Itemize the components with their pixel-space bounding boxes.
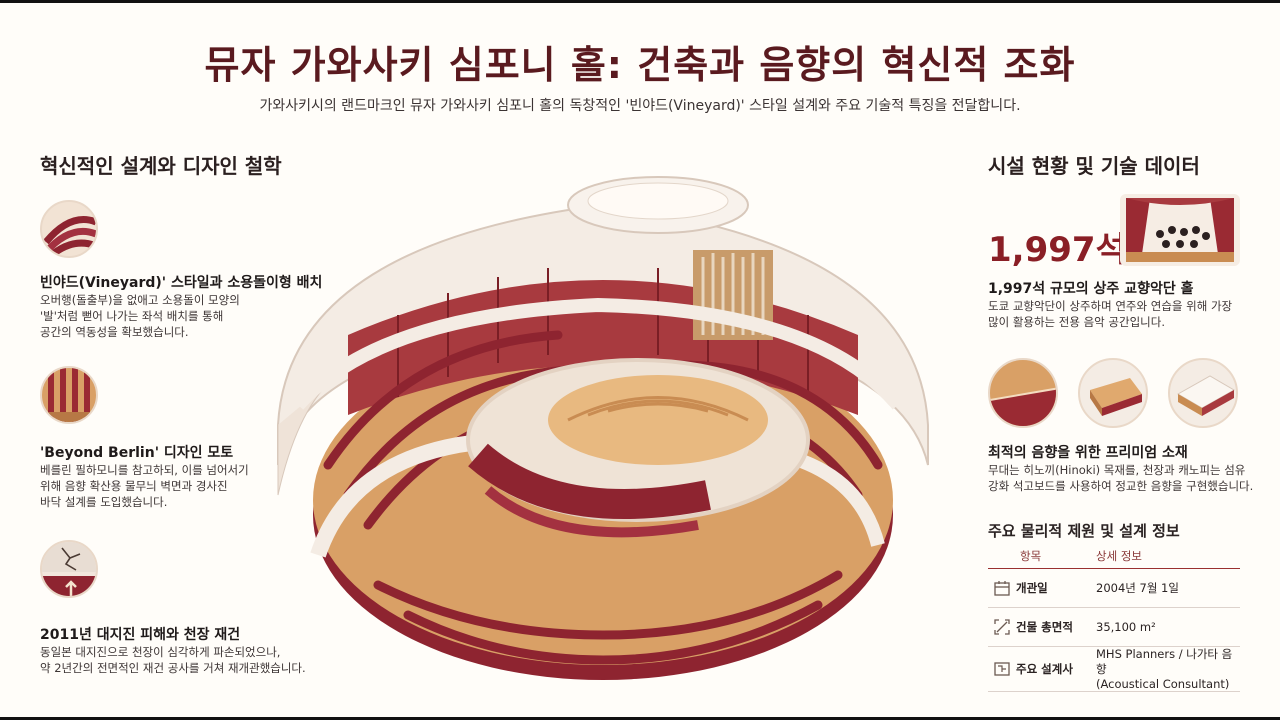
page-title: 뮤자 가와사키 심포니 홀: 건축과 음향의 혁신적 조화 <box>204 43 1076 87</box>
blueprint-icon <box>988 660 1016 678</box>
spec-label: 주요 설계사 <box>1016 662 1073 676</box>
table-row: 건물 총면적 35,100 m² <box>988 608 1240 647</box>
seat-count-big: 1,997석 <box>988 230 1127 270</box>
canopy-material-thumbnail <box>1078 358 1148 428</box>
material-desc: 무대는 히노끼(Hinoki) 목재를, 천장과 캐노피는 섬유 강화 석고보드… <box>988 463 1254 493</box>
seats-title: 1,997석 규모의 상주 교향악단 홀 <box>988 281 1194 297</box>
spec-label: 개관일 <box>1016 581 1048 595</box>
spec-col-item: 항목 <box>1020 549 1042 563</box>
right-section-heading: 시설 현황 및 기술 데이터 <box>988 154 1200 178</box>
seats-desc: 도쿄 교향악단이 상주하며 연주와 연습을 위해 가장 많이 활용하는 전용 음… <box>988 299 1233 329</box>
orchestra-stage-icon <box>1120 194 1240 266</box>
feature-title-beyond-berlin: 'Beyond Berlin' 디자인 모토 <box>40 445 234 461</box>
spec-value: 35,100 m² <box>1096 619 1156 634</box>
symphony-hall-cutaway-illustration <box>277 176 929 680</box>
feature-desc-beyond-berlin: 베를린 필하모니를 참고하되, 이를 넘어서기 위해 음향 확산용 물무늬 벽면… <box>40 463 249 509</box>
gypsum-board-thumbnail <box>1168 358 1238 428</box>
feature-desc-earthquake: 동일본 대지진으로 천장이 심각하게 파손되었으나, 약 2년간의 전면적인 재… <box>40 645 306 675</box>
left-section-heading: 혁신적인 설계와 디자인 철학 <box>40 154 282 178</box>
spec-value: MHS Planners / 나가타 음향 (Acoustical Consul… <box>1096 646 1233 691</box>
material-title: 최적의 음향을 위한 프리미엄 소재 <box>988 445 1188 461</box>
vineyard-seats-thumbnail <box>40 200 98 258</box>
feature-title-vineyard: 빈야드(Vineyard)' 스타일과 소용돌이형 배치 <box>40 275 323 291</box>
spec-table-header: 항목 상세 정보 <box>988 548 1240 569</box>
spec-value: 2004년 7월 1일 <box>1096 580 1179 595</box>
table-row: 개관일 2004년 7월 1일 <box>988 569 1240 608</box>
page-subtitle: 가와사키시의 랜드마크인 뮤자 가와사키 심포니 홀의 독창적인 '빈야드(Vi… <box>259 98 1021 114</box>
table-row: 주요 설계사 MHS Planners / 나가타 음향 (Acoustical… <box>988 647 1240 692</box>
area-icon <box>988 618 1016 636</box>
spec-label: 건물 총면적 <box>1016 620 1073 634</box>
spec-table: 항목 상세 정보 개관일 2004년 7월 1일 건물 총면적 35,100 m… <box>988 548 1240 692</box>
spec-heading: 주요 물리적 제원 및 설계 정보 <box>988 522 1180 540</box>
hinoki-wood-thumbnail <box>988 358 1058 428</box>
calendar-icon <box>988 579 1016 597</box>
spec-col-detail: 상세 정보 <box>1096 549 1142 563</box>
earthquake-ceiling-thumbnail <box>40 540 98 598</box>
feature-title-earthquake: 2011년 대지진 피해와 천장 재건 <box>40 627 241 643</box>
feature-desc-vineyard: 오버행(돌출부)을 없애고 소용돌이 모양의 '발'처럼 뻗어 나가는 좌석 배… <box>40 293 240 339</box>
wave-wall-thumbnail <box>40 366 98 424</box>
